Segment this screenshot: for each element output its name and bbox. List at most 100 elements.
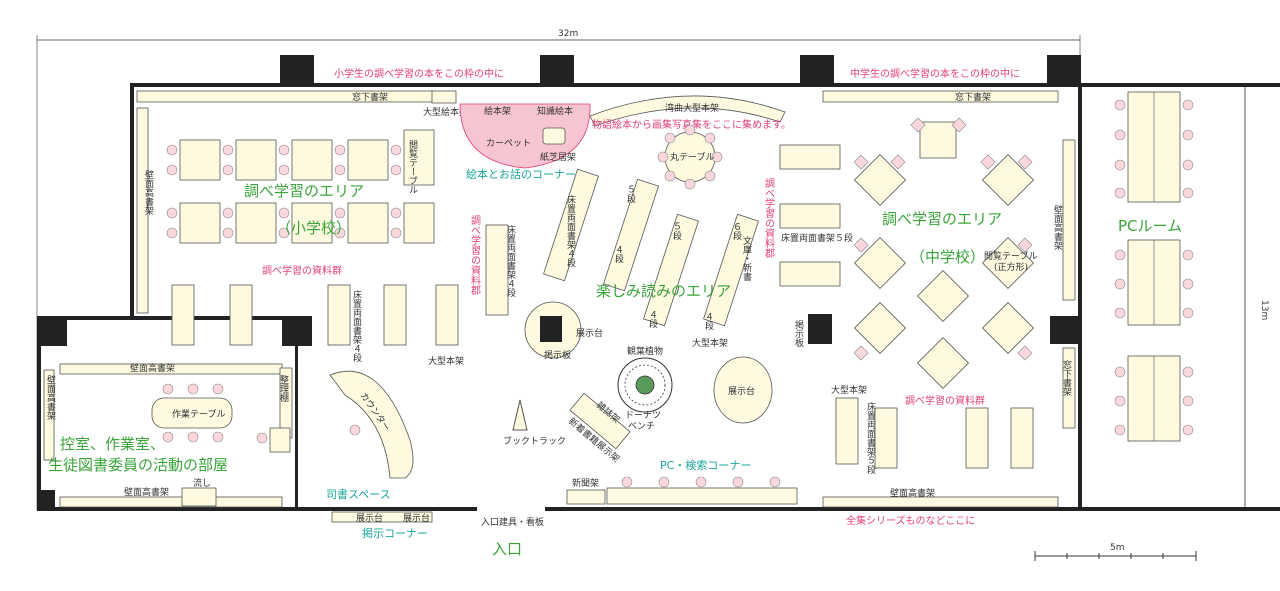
double-shelf-label-3: 床置両面書架４段 bbox=[565, 194, 576, 268]
carpet-area bbox=[459, 103, 591, 169]
four-dan-1: ４段 bbox=[613, 245, 624, 264]
prep-shelf-top-label: 壁面高書架 bbox=[130, 362, 175, 374]
square-table-label-2: (正方形) bbox=[994, 261, 1028, 273]
large-picture-shelf-label: 大型絵本架 bbox=[423, 106, 468, 118]
elem-research-frame-note: 小学生の調べ学習の本をこの枠の中に bbox=[334, 67, 504, 80]
reading-shelves bbox=[485, 168, 759, 327]
pc-room-tables bbox=[1127, 91, 1181, 442]
display-stand-label-3: 展示台 bbox=[356, 512, 383, 524]
prep-shelf-left-label: 壁面高書架 bbox=[45, 374, 56, 421]
window-shelf-left-label: 窓下書架 bbox=[352, 91, 388, 103]
middle-shelves bbox=[779, 144, 841, 287]
double-shelf-label-1: 床置両面書架４段 bbox=[351, 289, 362, 363]
kamishibai-label: 紙芝居架 bbox=[540, 151, 576, 163]
display-stand-label-2: 展示台 bbox=[728, 385, 755, 397]
prep-wall-shelf-bottom bbox=[59, 496, 283, 508]
width-label: 32m bbox=[558, 29, 578, 39]
middle-chairs bbox=[853, 117, 1033, 361]
large-shelf-label-2: 大型本架 bbox=[692, 337, 728, 349]
notice-board-label-2: 掲示板 bbox=[793, 320, 804, 348]
window-shelf-left bbox=[136, 90, 436, 103]
height-label: 13m bbox=[1259, 300, 1269, 320]
pc-room-chairs bbox=[1114, 99, 1194, 436]
pc-corner-label: PC・検索コーナー bbox=[660, 458, 751, 472]
window-shelf-right-vertical bbox=[1062, 347, 1076, 429]
elem-tables bbox=[179, 129, 435, 244]
double-shelves-right bbox=[835, 397, 1034, 469]
newspaper-label: 新聞架 bbox=[572, 477, 599, 489]
wall-shelf-bottom-right bbox=[822, 496, 1059, 508]
six-dan: ６段 bbox=[731, 222, 742, 241]
middle-materials-label: 調べ学習の資料群 bbox=[905, 394, 985, 407]
double-shelf-label-2: 床置両面書架４段 bbox=[505, 224, 516, 298]
notice-board-left bbox=[540, 316, 562, 342]
organize-shelf-label: 整理棚 bbox=[278, 374, 289, 403]
research-materials-v1: 調べ学習の資料郡 bbox=[469, 214, 481, 296]
display-stand-label-1: 展示台 bbox=[576, 327, 603, 339]
reading-zone: 楽しみ読みのエリア bbox=[596, 282, 731, 300]
window-shelf-right-v-label: 窓下書架 bbox=[1061, 359, 1072, 397]
walls bbox=[37, 55, 1280, 511]
four-dan-3: ４段 bbox=[703, 312, 714, 331]
display-stand-oval bbox=[713, 356, 773, 424]
wall-shelf-left-label: 壁面高書架 bbox=[143, 169, 154, 216]
double-shelves-left bbox=[171, 284, 459, 346]
large-picture-shelf bbox=[431, 90, 457, 104]
elem-chairs bbox=[166, 144, 402, 239]
scale-bar: 5m bbox=[1034, 543, 1197, 561]
window-shelf-right-label: 窓下書架 bbox=[955, 91, 991, 103]
work-table-chairs bbox=[162, 383, 268, 444]
sink bbox=[181, 487, 217, 507]
large-shelf-label-3: 大型本架 bbox=[831, 384, 867, 396]
five-dan-1: ５段 bbox=[625, 185, 636, 204]
middle-research-zone: 調べ学習のエリア bbox=[882, 210, 1002, 228]
middle-research-sub: （中学校） bbox=[910, 248, 985, 266]
prep-wall-shelf-left bbox=[43, 369, 55, 461]
bunko-shinsho-label: 文庫・新書 bbox=[741, 235, 752, 282]
notice-board-right bbox=[808, 314, 832, 344]
newspaper-shelf bbox=[566, 489, 606, 505]
librarian-space-label: 司書スペース bbox=[326, 487, 391, 501]
middle-tables bbox=[853, 121, 1035, 390]
five-dan-2: ５段 bbox=[671, 222, 682, 241]
large-shelf-label-1: 大型本架 bbox=[428, 355, 464, 367]
prep-room-line1: 控室、作業室、 bbox=[60, 435, 165, 453]
scale-label: 5m bbox=[1110, 543, 1125, 553]
round-table-label: 丸テーブル bbox=[670, 151, 714, 163]
elem-research-sub: （小学校） bbox=[276, 219, 351, 237]
picture-shelf-label: 絵本架 bbox=[484, 105, 511, 117]
wall-shelf-right-label: 壁面高書架 bbox=[1052, 204, 1063, 251]
pc-room-label: PCルーム bbox=[1118, 217, 1182, 235]
research-materials-v2: 調べ学習の資料郡 bbox=[763, 177, 775, 259]
book-truck-label: ブックトラック bbox=[503, 435, 566, 447]
double-shelf-5b-label: 床置両面書架５段 bbox=[865, 401, 876, 475]
notice-corner-stand bbox=[331, 511, 433, 523]
entrance-label: 入口 bbox=[492, 540, 522, 558]
work-table-label: 作業テーブル bbox=[172, 408, 225, 420]
carpet-label: カーペット bbox=[486, 138, 531, 149]
story-corner-label: 絵本とお話のコーナー bbox=[466, 167, 576, 181]
window-shelf-right bbox=[822, 90, 1059, 103]
elem-research-zone: 調べ学習のエリア bbox=[244, 182, 364, 200]
donut-bench bbox=[617, 357, 673, 413]
counter-chair bbox=[349, 424, 361, 436]
pc-chairs bbox=[621, 476, 781, 488]
knowledge-shelf-label: 知識絵本 bbox=[537, 105, 573, 117]
four-dan-2: ４段 bbox=[647, 310, 658, 329]
round-table-group bbox=[657, 124, 723, 190]
plant-label: 観葉植物 bbox=[627, 345, 663, 357]
complete-series-note: 全集シリーズものなどここに bbox=[846, 514, 975, 527]
picture-books-note: 物語絵本から画集写真集をここに集めます。 bbox=[592, 118, 791, 131]
donut-label-1: ドーナツ bbox=[625, 410, 661, 421]
sink-label: 流し bbox=[193, 477, 211, 489]
notice-board-label-1: 掲示板 bbox=[544, 349, 571, 361]
square-table-label: 閲覧テーブル bbox=[984, 250, 1037, 262]
kamishibai-stand bbox=[542, 127, 566, 145]
book-truck-shape bbox=[512, 399, 528, 431]
prep-cabinet bbox=[269, 427, 291, 453]
curved-shelf-label: 湾曲大型本架 bbox=[665, 102, 719, 114]
wall-shelf-right bbox=[1062, 139, 1076, 301]
donut-label-2: ベンチ bbox=[628, 421, 655, 432]
middle-research-frame-note: 中学生の調べ学習の本をこの枠の中に bbox=[850, 67, 1020, 80]
